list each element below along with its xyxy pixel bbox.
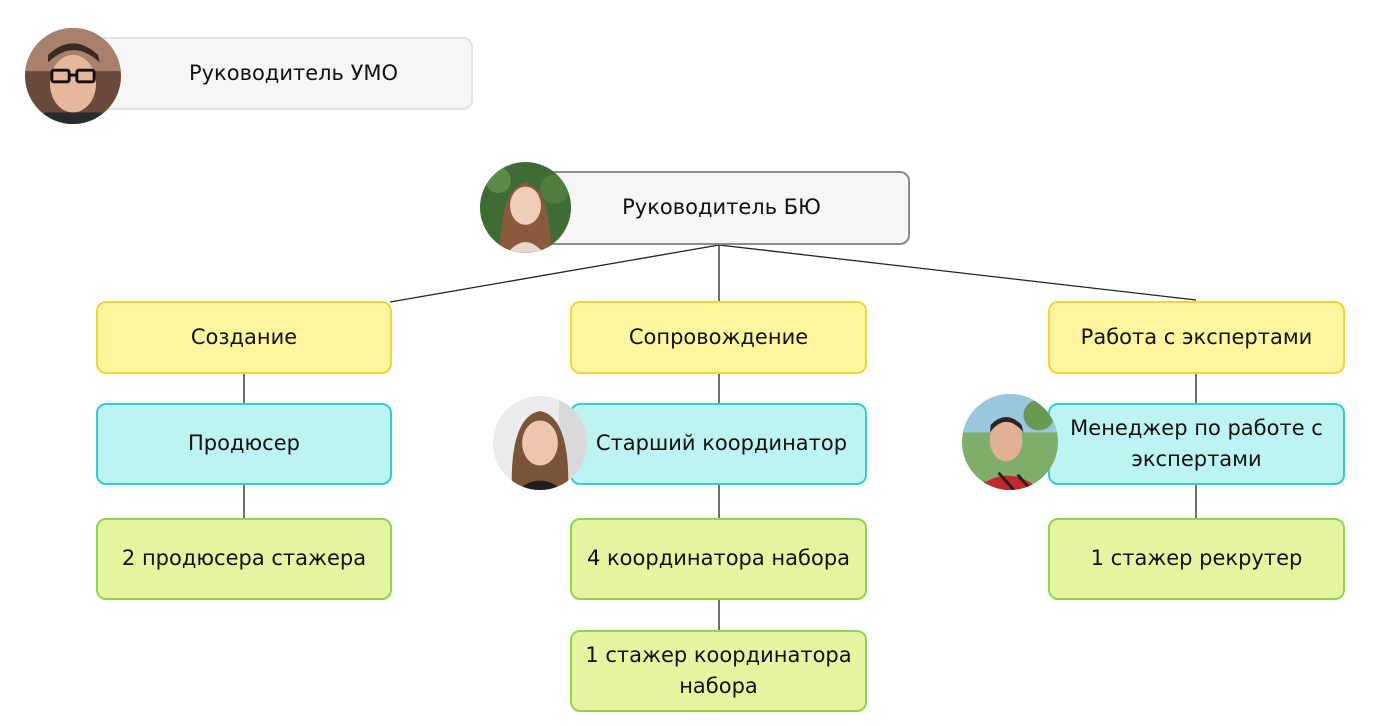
node-coordinator-intern-line2: набора xyxy=(679,674,758,698)
avatar-senior-coordinator xyxy=(493,396,587,490)
node-coordinator-intern-line1: 1 стажер координатора xyxy=(585,642,852,667)
node-expert-manager-line2: экспертами xyxy=(1131,447,1262,471)
edge-byu-experts xyxy=(718,244,1197,301)
node-coordinator-intern[interactable]: 1 стажер координатора набора xyxy=(570,630,867,712)
node-support-label: Сопровождение xyxy=(628,324,809,349)
node-byu-head-label: Руководитель БЮ xyxy=(622,195,821,220)
node-producer-interns[interactable]: 2 продюсера стажера xyxy=(96,518,392,600)
node-producer[interactable]: Продюсер xyxy=(96,403,392,485)
avatar-umo-head xyxy=(25,28,121,124)
node-producer-label: Продюсер xyxy=(188,431,300,456)
node-umo-head-label: Руководитель УМО xyxy=(188,60,399,85)
node-coordinator-intern-label: 1 стажер координатора набора xyxy=(585,640,851,703)
node-producer-interns-label: 2 продюсера стажера xyxy=(121,546,367,571)
node-creation[interactable]: Создание xyxy=(96,301,392,374)
node-expert-manager-line1: Менеджер по работе с xyxy=(1070,415,1323,440)
node-experts-label: Работа с экспертами xyxy=(1080,324,1313,349)
node-support[interactable]: Сопровождение xyxy=(570,301,867,374)
node-recruiter-intern[interactable]: 1 стажер рекрутер xyxy=(1048,518,1345,600)
avatar-expert-manager xyxy=(962,394,1058,490)
avatar-byu-head xyxy=(480,162,571,253)
node-expert-manager-label: Менеджер по работе с экспертами xyxy=(1070,413,1323,476)
edge-byu-creation xyxy=(389,244,720,303)
node-senior-coordinator-label: Старший координатор xyxy=(595,431,848,456)
node-enrollment-coordinators[interactable]: 4 координатора набора xyxy=(570,518,867,600)
node-recruiter-intern-label: 1 стажер рекрутер xyxy=(1090,546,1303,571)
node-experts[interactable]: Работа с экспертами xyxy=(1048,301,1345,374)
node-creation-label: Создание xyxy=(190,324,298,349)
node-enrollment-coordinators-label: 4 координатора набора xyxy=(586,546,851,571)
node-byu-head[interactable]: Руководитель БЮ xyxy=(525,171,910,245)
node-umo-head[interactable]: Руководитель УМО xyxy=(70,37,473,110)
node-senior-coordinator[interactable]: Старший координатор xyxy=(570,403,867,485)
node-expert-manager[interactable]: Менеджер по работе с экспертами xyxy=(1048,403,1345,485)
